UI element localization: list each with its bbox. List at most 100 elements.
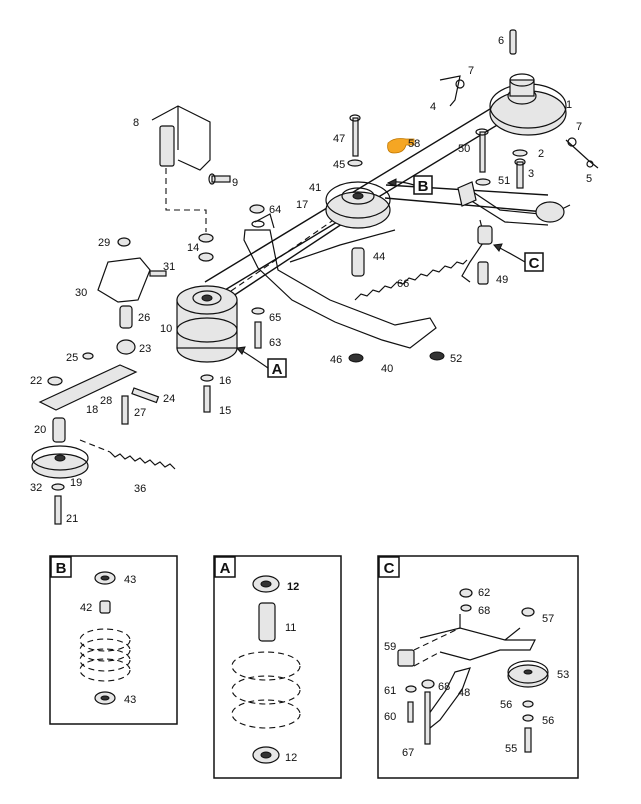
- detail-b-letter: B: [56, 560, 67, 577]
- callout-65: 65: [269, 312, 281, 324]
- washer-2: [512, 149, 528, 157]
- bolt-21: [54, 495, 62, 525]
- bolt-15: [203, 385, 211, 413]
- detail-a: A 12 11 12: [213, 555, 342, 779]
- washer-16: [200, 374, 214, 382]
- callout-44: 44: [373, 251, 385, 263]
- washer-14a: [198, 233, 214, 243]
- marker-c-letter: C: [529, 255, 540, 272]
- washer-51: [475, 178, 491, 186]
- callout-21: 21: [66, 513, 78, 525]
- spacer-20: [52, 417, 66, 443]
- callout-19: 19: [70, 477, 82, 489]
- detail-c-62: 62: [478, 587, 490, 599]
- callout-30: 30: [75, 287, 87, 299]
- callout-52: 52: [450, 353, 462, 365]
- main-assembly: A B C 1 2 3 4 5 6 7 7 8 9 10 14: [30, 29, 599, 525]
- callout-22: 22: [30, 375, 42, 387]
- detail-a-12a: 12: [287, 581, 299, 593]
- callout-4: 4: [430, 101, 436, 113]
- callout-58: 58: [408, 138, 420, 150]
- callout-15: 15: [219, 405, 231, 417]
- spring-36: [109, 451, 176, 470]
- deck-pulley-10: [176, 285, 238, 363]
- nut-52: [429, 351, 445, 361]
- callout-6: 6: [498, 35, 504, 47]
- washer-25: [82, 352, 94, 360]
- callout-50: 50: [458, 143, 470, 155]
- marker-c: C: [493, 243, 544, 272]
- callout-66: 66: [397, 278, 409, 290]
- callout-20: 20: [34, 424, 46, 436]
- detail-c-55: 55: [505, 743, 517, 755]
- callout-45: 45: [333, 159, 345, 171]
- detail-b: B 43 42 43: [49, 555, 178, 725]
- callout-24: 24: [163, 393, 175, 405]
- detail-c-60: 60: [384, 711, 396, 723]
- callout-64: 64: [269, 204, 281, 216]
- marker-a-letter: A: [272, 361, 283, 378]
- marker-b: B: [386, 175, 433, 195]
- pulley-19: [31, 445, 89, 479]
- callout-2: 2: [538, 148, 544, 160]
- callout-8: 8: [133, 117, 139, 129]
- detail-c-68b: 68: [438, 681, 450, 693]
- detail-b-42: 42: [80, 602, 92, 614]
- detail-c-56b: 56: [542, 715, 554, 727]
- marker-b-letter: B: [418, 178, 429, 195]
- idler-pulley-41: [325, 181, 391, 229]
- callout-17: 17: [296, 199, 308, 211]
- callout-5: 5: [586, 173, 592, 185]
- callout-3: 3: [528, 168, 534, 180]
- spring-66: [354, 259, 468, 301]
- detail-c-61: 61: [384, 685, 396, 697]
- washer-65: [251, 307, 265, 315]
- nut-46: [348, 353, 364, 363]
- engine-pulley: [489, 73, 567, 136]
- callout-63: 63: [269, 337, 281, 349]
- detail-a-letter: A: [220, 560, 231, 577]
- callout-29: 29: [98, 237, 110, 249]
- detail-c: C 62 68 57 59 68 53 61 48 56 56 60: [377, 555, 579, 779]
- key: [509, 29, 517, 55]
- washer-14b: [198, 252, 214, 262]
- callout-9: 9: [232, 177, 238, 189]
- callout-31: 31: [163, 261, 175, 273]
- callout-7b: 7: [576, 121, 582, 133]
- detail-b-43a: 43: [124, 574, 136, 586]
- bolt-24: [131, 387, 160, 404]
- callout-25: 25: [66, 352, 78, 364]
- detail-b-43b: 43: [124, 694, 136, 706]
- callout-7a: 7: [468, 65, 474, 77]
- bolt-47: [349, 114, 361, 157]
- callout-41: 41: [309, 182, 321, 194]
- bolt-3: [514, 158, 526, 189]
- bracket-8: [151, 105, 211, 171]
- bolt-63: [254, 321, 262, 349]
- detail-a-11: 11: [285, 622, 296, 634]
- callout-32: 32: [30, 482, 42, 494]
- detail-a-12b: 12: [285, 752, 297, 764]
- marker-a: A: [236, 346, 287, 378]
- callout-1: 1: [566, 99, 572, 111]
- bracket-30: [97, 237, 167, 303]
- spacer-26: [119, 305, 133, 329]
- spacer-44: [351, 247, 365, 277]
- pointing-hand-icon: [387, 138, 415, 154]
- washer-32: [51, 483, 65, 491]
- detail-c-68a: 68: [478, 605, 490, 617]
- callout-49: 49: [496, 274, 508, 286]
- bushing-23: [116, 339, 136, 355]
- main-callouts: 1 2 3 4 5 6 7 7 8 9 10 14 15 16 17 18 19…: [30, 35, 592, 525]
- bolt-9: [208, 173, 231, 185]
- detail-c-53: 53: [557, 669, 569, 681]
- callout-16: 16: [219, 375, 231, 387]
- detail-c-57: 57: [542, 613, 554, 625]
- detail-c-letter: C: [384, 560, 395, 577]
- callout-46: 46: [330, 354, 342, 366]
- callout-28: 28: [100, 395, 112, 407]
- callout-26: 26: [138, 312, 150, 324]
- callout-14: 14: [187, 242, 199, 254]
- detail-c-56a: 56: [500, 699, 512, 711]
